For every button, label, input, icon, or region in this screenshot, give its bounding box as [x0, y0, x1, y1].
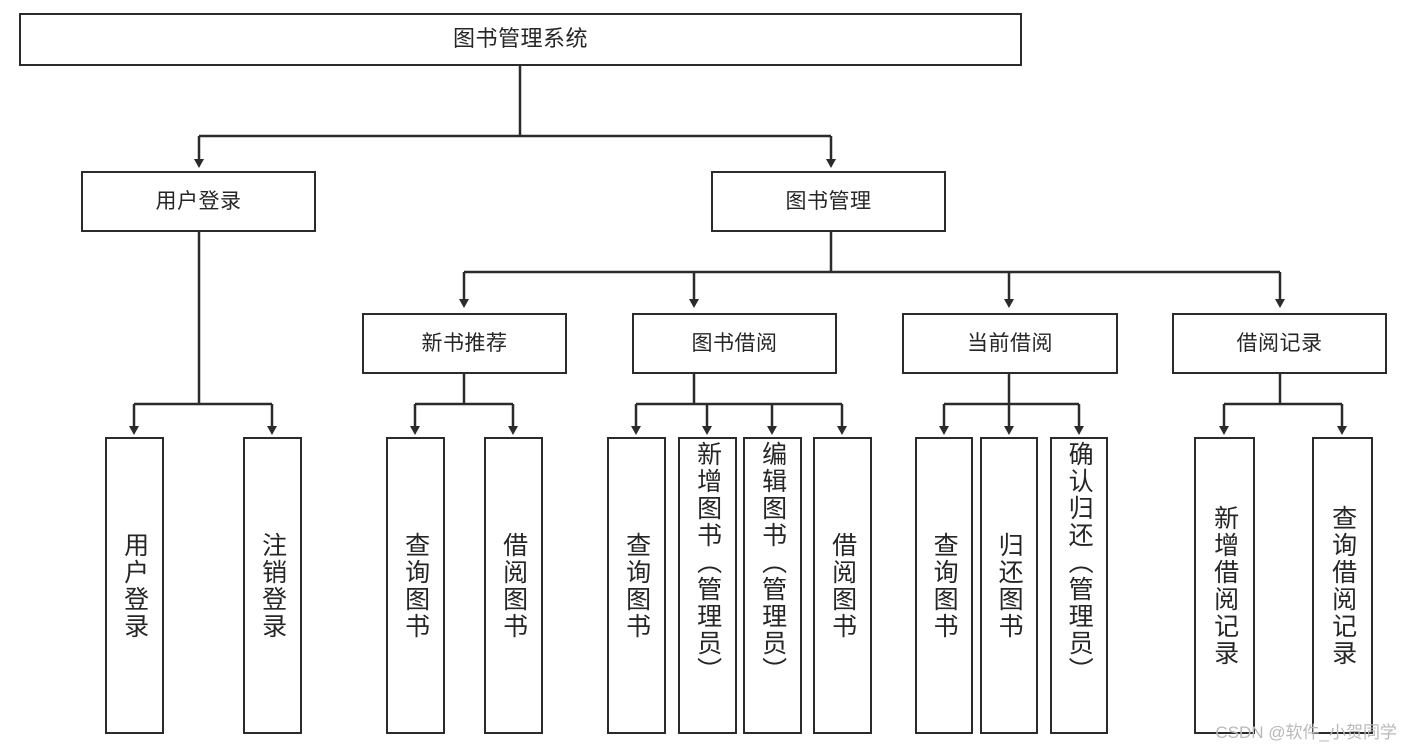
leaf-return-book-label: 归还图书: [995, 531, 1024, 640]
leaf-add-book-label: 新增图书（管理员）: [693, 441, 722, 684]
leaf-add-record-label: 新增借阅记录: [1210, 504, 1239, 667]
leaf-add-book[interactable]: 新增图书（管理员）: [678, 437, 737, 734]
node-current-borrow[interactable]: 当前借阅: [902, 313, 1118, 374]
node-current-borrow-label: 当前借阅: [967, 331, 1053, 355]
leaf-return-book[interactable]: 归还图书: [980, 437, 1038, 734]
leaf-query-record-label: 查询借阅记录: [1328, 504, 1357, 667]
leaf-edit-book[interactable]: 编辑图书（管理员）: [743, 437, 802, 734]
node-borrow-record[interactable]: 借阅记录: [1172, 313, 1387, 374]
leaf-query-record[interactable]: 查询借阅记录: [1312, 437, 1373, 734]
leaf-add-record[interactable]: 新增借阅记录: [1194, 437, 1255, 734]
leaf-query-book-2-label: 查询图书: [622, 531, 651, 640]
leaf-user-login[interactable]: 用户登录: [105, 437, 164, 734]
leaf-user-logout-label: 注销登录: [258, 531, 287, 640]
leaf-query-book-1[interactable]: 查询图书: [386, 437, 445, 734]
leaf-edit-book-label: 编辑图书（管理员）: [758, 441, 787, 684]
node-user-login[interactable]: 用户登录: [81, 171, 316, 232]
leaf-confirm-return[interactable]: 确认归还（管理员）: [1050, 437, 1108, 734]
leaf-query-book-3-label: 查询图书: [930, 531, 959, 640]
leaf-borrow-book-1-label: 借阅图书: [499, 531, 528, 640]
leaf-confirm-return-label: 确认归还（管理员）: [1065, 441, 1094, 684]
leaf-query-book-1-label: 查询图书: [401, 531, 430, 640]
leaf-query-book-2[interactable]: 查询图书: [607, 437, 666, 734]
csdn-watermark: CSDN @软件_小贺同学: [1215, 723, 1397, 742]
node-borrow-record-label: 借阅记录: [1236, 331, 1323, 355]
node-book-management[interactable]: 图书管理: [711, 171, 946, 232]
node-book-borrow-label: 图书借阅: [691, 331, 778, 355]
node-book-management-label: 图书管理: [785, 189, 872, 213]
node-new-book-recommend-label: 新书推荐: [421, 331, 508, 355]
leaf-user-logout[interactable]: 注销登录: [243, 437, 302, 734]
node-user-login-label: 用户登录: [155, 189, 242, 213]
leaf-borrow-book-1[interactable]: 借阅图书: [484, 437, 543, 734]
node-new-book-recommend[interactable]: 新书推荐: [362, 313, 567, 374]
node-book-borrow[interactable]: 图书借阅: [632, 313, 837, 374]
leaf-borrow-book-2[interactable]: 借阅图书: [813, 437, 872, 734]
leaf-query-book-3[interactable]: 查询图书: [915, 437, 973, 734]
leaf-user-login-label: 用户登录: [120, 531, 149, 640]
node-root-label: 图书管理系统: [452, 26, 588, 52]
node-root[interactable]: 图书管理系统: [19, 13, 1022, 66]
leaf-borrow-book-2-label: 借阅图书: [828, 531, 857, 640]
